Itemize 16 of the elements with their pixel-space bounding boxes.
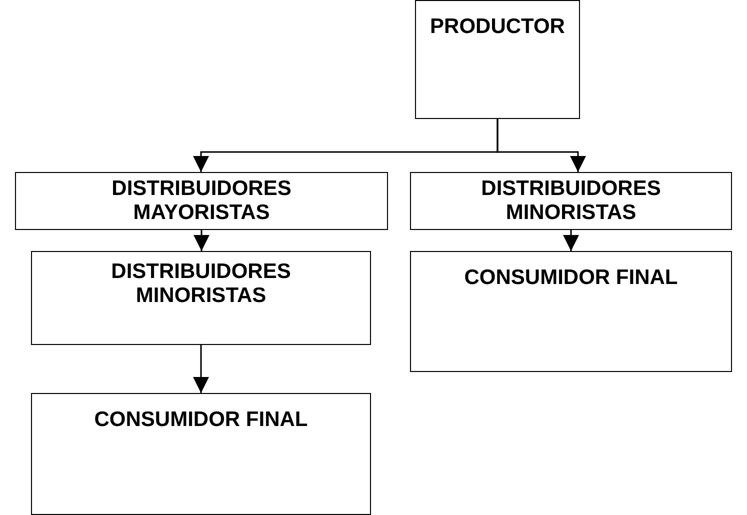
process-box [410,172,732,230]
box-label: PRODUCTOR [430,15,565,39]
arrow [194,230,210,251]
arrow [563,230,579,251]
box-label: DISTRIBUIDORES MINORISTAS [110,260,292,308]
process-box [31,251,371,345]
box-label: DISTRIBUIDORES MAYORISTAS [110,177,292,225]
arrow [193,345,209,393]
box-label: DISTRIBUIDORES MINORISTAS [480,177,662,225]
process-box [31,393,371,515]
arrow [496,119,586,172]
process-box [415,0,580,119]
process-box [410,251,732,372]
box-label: CONSUMIDOR FINAL [94,408,308,432]
box-label: CONSUMIDOR FINAL [464,266,678,290]
process-box [15,172,388,230]
